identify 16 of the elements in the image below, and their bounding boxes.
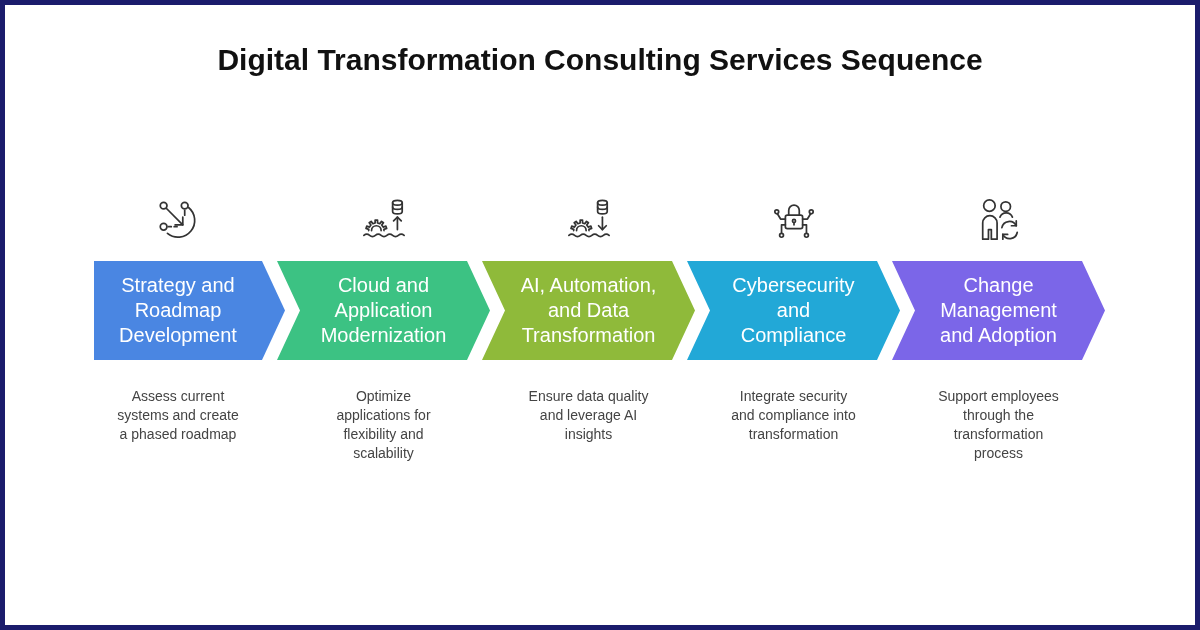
step-description: Support employees through the transformation process	[937, 387, 1060, 463]
step-title: Cybersecurity and Compliance	[731, 273, 856, 348]
step-title: Cloud and Application Modernization	[319, 273, 448, 348]
chevron-step	[892, 261, 1105, 360]
chevron-step	[94, 261, 285, 360]
step-description: Optimize applications for flexibility and scalability	[335, 387, 432, 463]
chevron-step	[482, 261, 695, 360]
step-title: Change Management and Adoption	[939, 273, 1058, 348]
chevron-step	[687, 261, 900, 360]
chevron-step	[277, 261, 490, 360]
step-description: Assess current systems and create a phased roadmap	[116, 387, 240, 444]
step-title: Strategy and Roadmap Development	[118, 273, 238, 348]
step-title: AI, Automation, and Data Transformation	[519, 273, 658, 348]
step-description: Integrate security and compliance into transformation	[730, 387, 857, 444]
diagram-title: Digital Transformation Consulting Services Sequence	[217, 43, 983, 77]
step-description: Ensure data quality and leverage AI insights	[527, 387, 650, 444]
